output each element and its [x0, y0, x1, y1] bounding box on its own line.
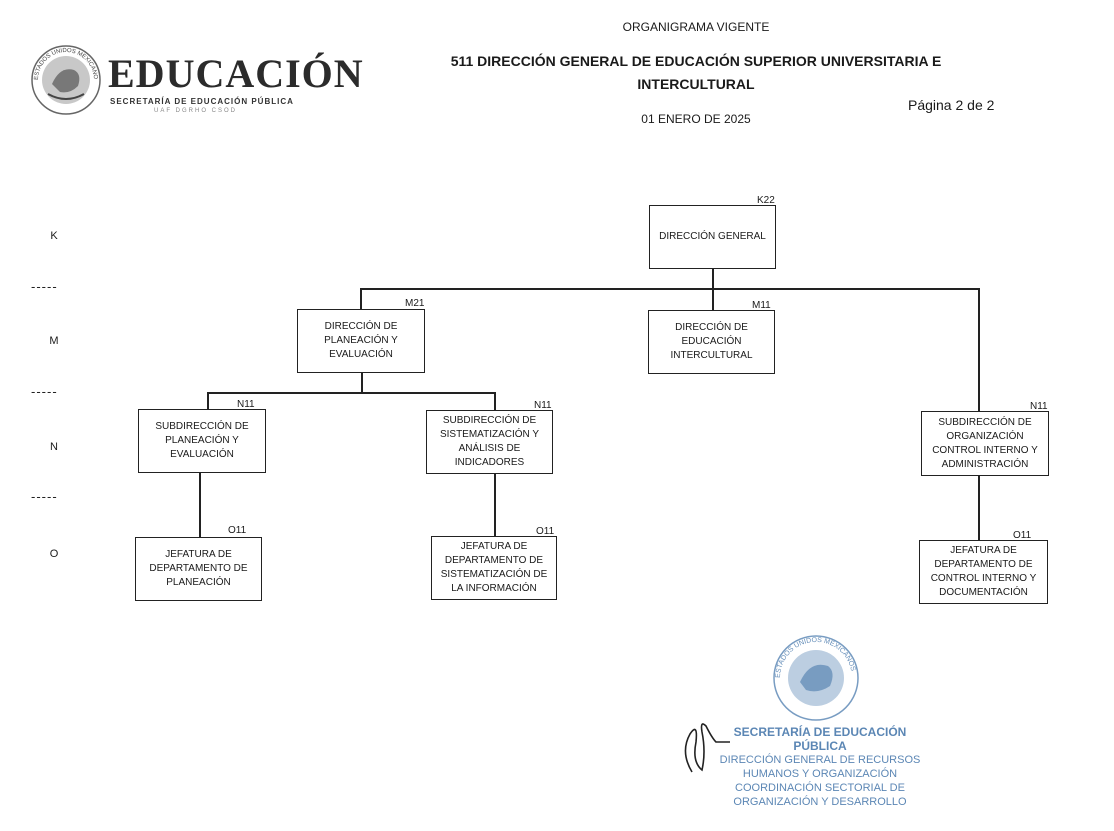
stamp-line-4: COORDINACIÓN SECTORIAL DE — [735, 782, 905, 794]
mexican-coat-of-arms-icon: ESTADOS UNIDOS MEXICANOS — [30, 44, 101, 115]
level-label-n: N — [50, 441, 58, 453]
level-label-k: K — [50, 230, 58, 242]
org-box-direccion-educacion-intercultural: DIRECCIÓN DE EDUCACIÓN INTERCULTURAL — [648, 310, 775, 374]
unit-code: O11 — [228, 525, 247, 536]
connector-line — [199, 472, 201, 538]
date: 01 ENERO DE 2025 — [641, 112, 751, 126]
page-number: Página 2 de 2 — [908, 97, 995, 113]
level-separator: ----- — [31, 279, 58, 294]
connector-line — [494, 473, 496, 537]
connector-line — [207, 392, 496, 394]
org-box-subdireccion-sistematizacion: SUBDIRECCIÓN DE SISTEMATIZACIÓN Y ANÁLIS… — [426, 410, 553, 474]
org-title: 511 DIRECCIÓN GENERAL DE EDUCACIÓN SUPER… — [420, 50, 972, 96]
connector-line — [360, 288, 980, 290]
org-box-subdireccion-planeacion: SUBDIRECCIÓN DE PLANEACIÓN Y EVALUACIÓN — [138, 409, 266, 473]
level-label-m: M — [49, 335, 59, 347]
unit-code: M11 — [752, 300, 771, 311]
stamp-line-1: SECRETARÍA DE EDUCACIÓN PÚBLICA — [733, 725, 907, 753]
connector-line — [207, 392, 209, 410]
stamp-line-2: DIRECCIÓN GENERAL DE RECURSOS — [719, 754, 921, 766]
org-box-jefatura-sistematizacion: JEFATURA DE DEPARTAMENTO DE SISTEMATIZAC… — [431, 536, 557, 600]
level-separator: ----- — [31, 489, 58, 504]
logo-subtitle: SECRETARÍA DE EDUCACIÓN PÚBLICA — [110, 97, 294, 106]
logo: ESTADOS UNIDOS MEXICANOS EDUCACIÓN SECRE… — [30, 44, 370, 124]
level-label-o: O — [49, 548, 59, 560]
org-box-subdireccion-organizacion: SUBDIRECCIÓN DE ORGANIZACIÓN CONTROL INT… — [921, 411, 1049, 476]
logo-wordmark: EDUCACIÓN — [108, 51, 364, 96]
unit-code: N11 — [534, 400, 552, 411]
unit-code: N11 — [237, 399, 255, 410]
org-box-jefatura-planeacion: JEFATURA DE DEPARTAMENTO DE PLANEACIÓN — [135, 537, 262, 601]
official-stamp: ESTADOS UNIDOS MEXICANOS SECRETARÍA DE E… — [672, 630, 932, 808]
unit-code: N11 — [1030, 401, 1048, 412]
connector-line — [712, 288, 714, 310]
connector-line — [494, 392, 496, 411]
org-box-direccion-planeacion: DIRECCIÓN DE PLANEACIÓN Y EVALUACIÓN — [297, 309, 425, 373]
connector-line — [978, 475, 980, 541]
connector-line — [712, 268, 714, 290]
connector-line — [361, 372, 363, 393]
signature — [684, 723, 730, 773]
unit-code: O11 — [1013, 530, 1032, 541]
logo-sub-codes: UAF DGRHO CSOD — [154, 108, 238, 114]
unit-code: K22 — [757, 195, 775, 206]
stamp-seal-icon: ESTADOS UNIDOS MEXICANOS — [773, 635, 859, 721]
stamp-text: SECRETARÍA DE EDUCACIÓN PÚBLICA DIRECCIÓ… — [710, 725, 930, 809]
org-title-line2: INTERCULTURAL — [637, 76, 755, 92]
stamp-line-5: ORGANIZACIÓN Y DESARROLLO — [733, 796, 907, 808]
unit-code: M21 — [405, 298, 425, 309]
org-box-direccion-general: DIRECCIÓN GENERAL — [649, 205, 776, 269]
connector-line — [360, 288, 362, 310]
org-title-line1: 511 DIRECCIÓN GENERAL DE EDUCACIÓN SUPER… — [450, 53, 942, 69]
top-title: ORGANIGRAMA VIGENTE — [622, 20, 770, 34]
connector-line — [978, 288, 980, 412]
org-box-jefatura-control: JEFATURA DE DEPARTAMENTO DE CONTROL INTE… — [919, 540, 1048, 604]
stamp-line-3: HUMANOS Y ORGANIZACIÓN — [742, 768, 898, 780]
unit-code: O11 — [536, 526, 555, 537]
level-separator: ----- — [31, 384, 58, 399]
